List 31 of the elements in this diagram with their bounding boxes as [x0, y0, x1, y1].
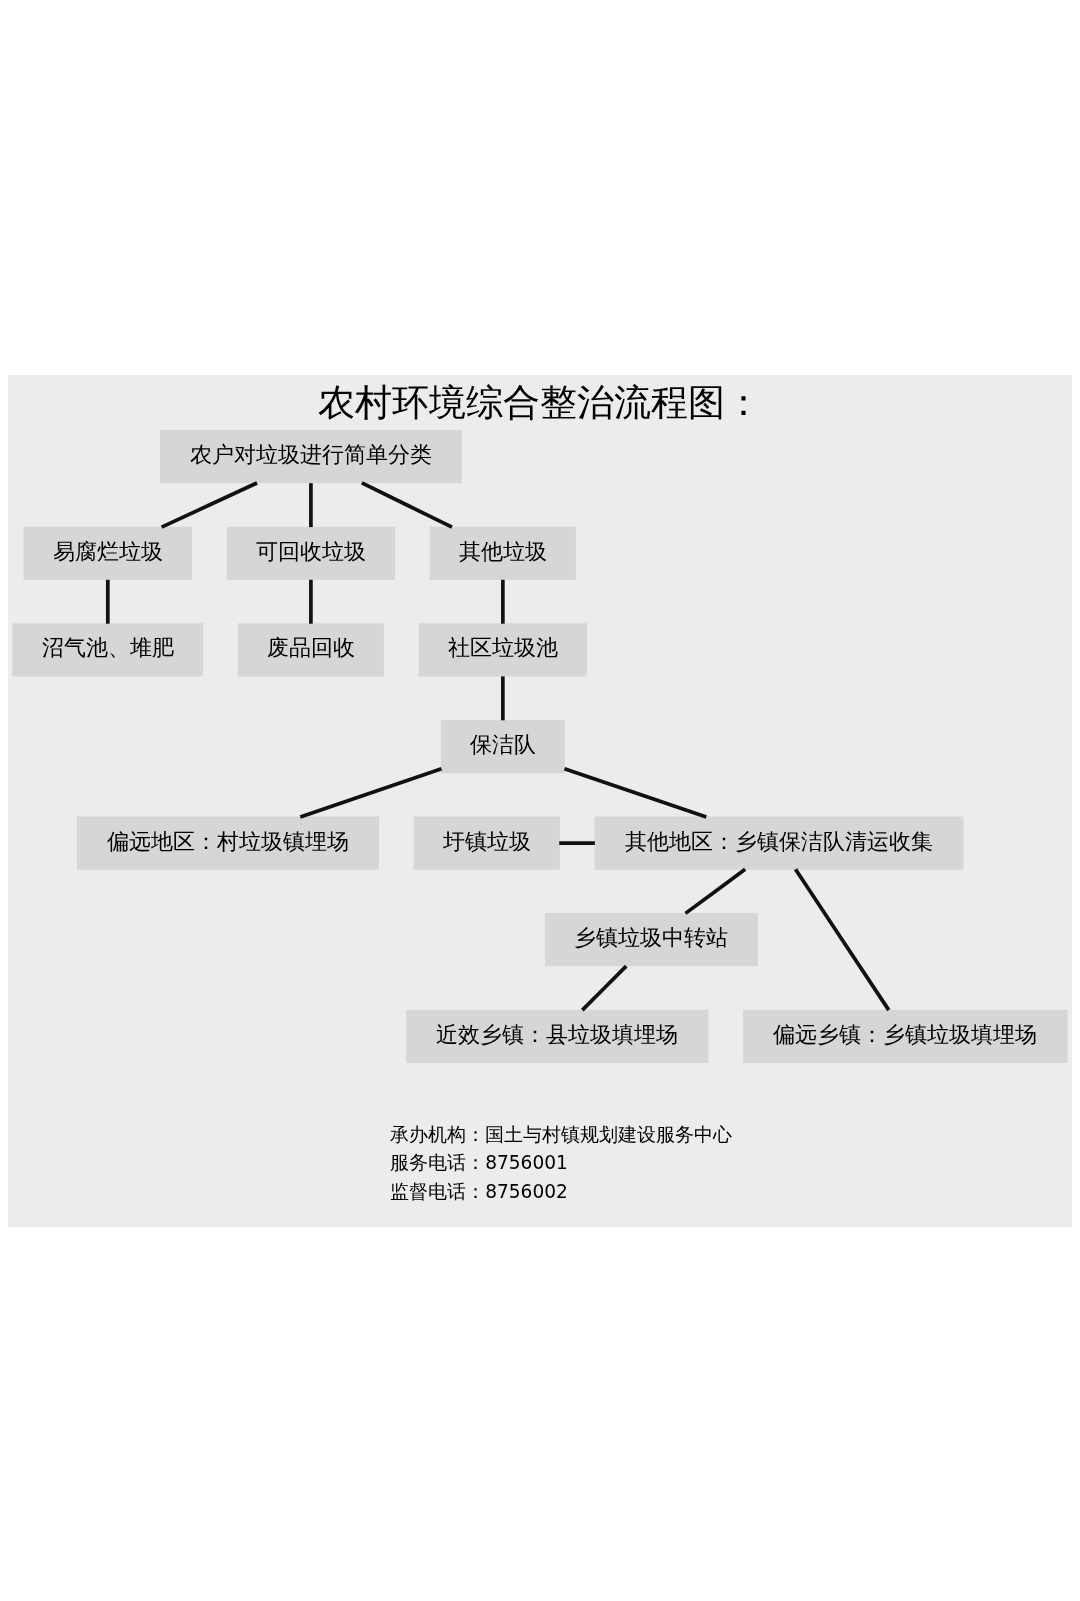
node-box: 易腐烂垃圾 [23, 526, 192, 580]
connector [361, 480, 453, 529]
connector [563, 766, 707, 819]
connector [581, 964, 628, 1011]
connector [160, 480, 258, 529]
node-box: 乡镇垃圾中转站 [544, 912, 758, 966]
label: 承办机构：国土与村镇规划建设服务中心 [390, 1123, 733, 1145]
node-box: 圩镇垃圾 [413, 816, 560, 870]
node-box: 偏远乡镇：乡镇垃圾填埋场 [743, 1009, 1068, 1063]
connector [501, 579, 505, 624]
connector [105, 579, 110, 624]
node-box: 可回收垃圾 [226, 526, 396, 580]
diagram-title: 农村环境综合整治流程图： [318, 380, 762, 424]
connector [793, 867, 891, 1011]
node-box: 废品回收 [237, 622, 384, 677]
connector [501, 675, 505, 720]
connector [684, 867, 747, 915]
node-box: 其他垃圾 [429, 526, 576, 580]
node-box: 保洁队 [440, 719, 565, 773]
label: 服务电话：8756001 [390, 1151, 568, 1173]
node-box: 沼气池、堆肥 [12, 622, 204, 677]
connector [309, 482, 313, 527]
node-box: 社区垃圾池 [418, 622, 588, 677]
connector [559, 840, 595, 845]
connector [299, 766, 443, 819]
node-box: 近效乡镇：县垃圾填埋场 [406, 1009, 709, 1063]
node-box: 农户对垃圾进行简单分类 [159, 429, 462, 483]
connector [309, 579, 313, 624]
label: 监督电话：8756002 [390, 1180, 568, 1202]
node-box: 偏远地区：村垃圾镇埋场 [76, 816, 379, 870]
node-box: 其他地区：乡镇保洁队清运收集 [594, 816, 964, 870]
